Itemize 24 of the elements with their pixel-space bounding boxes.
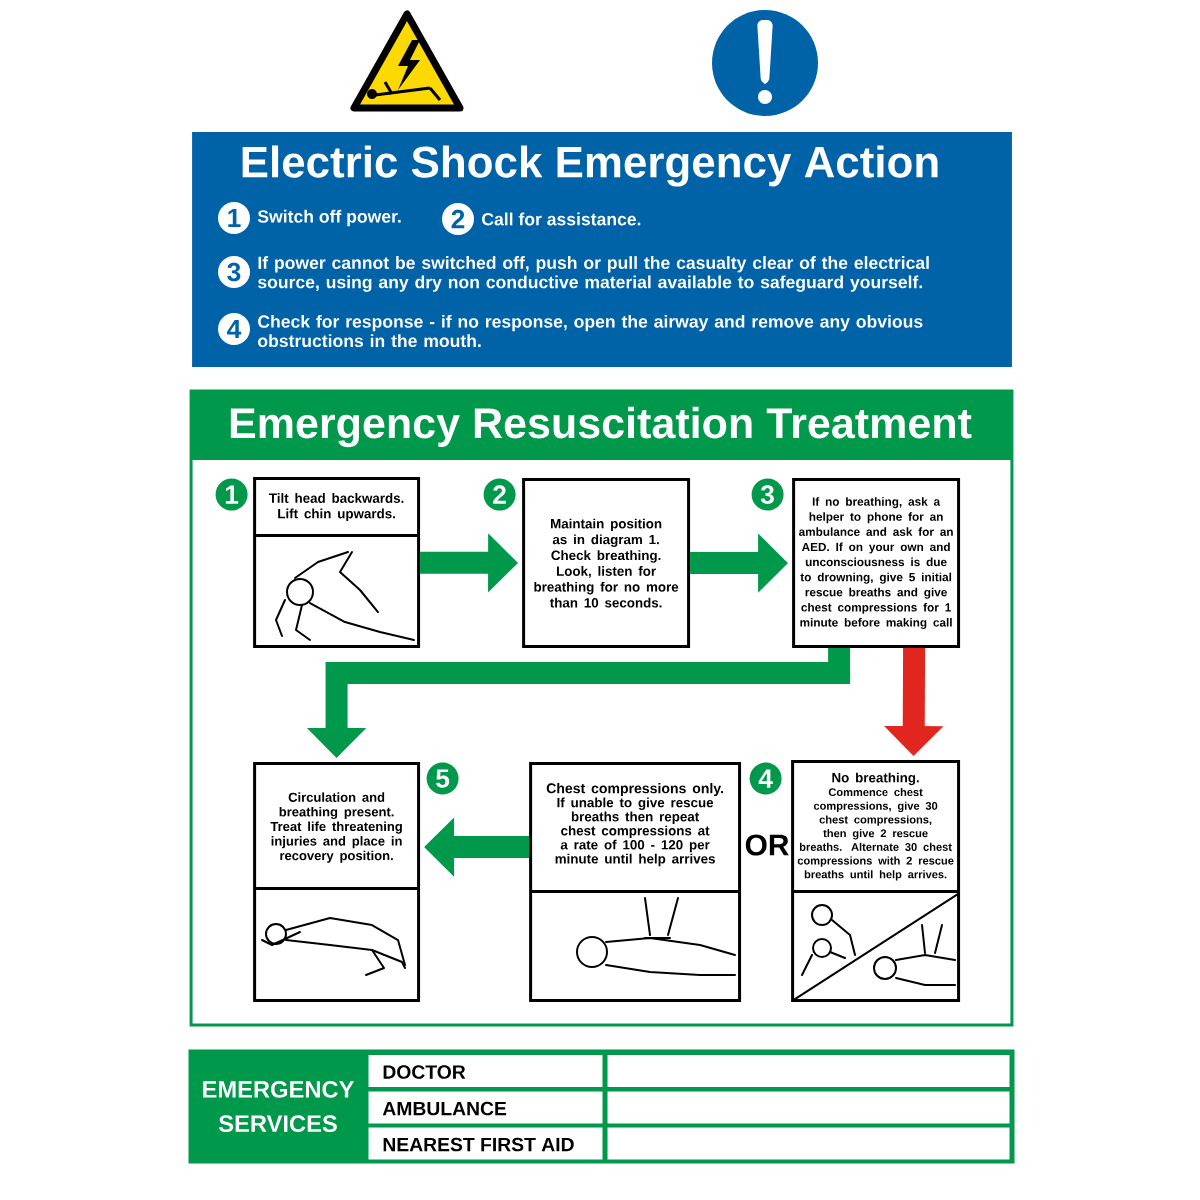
instruction-text: If power cannot be switched off, push or pull the casualty clear of the electrical source, using any dry non conductive material available to safeguard yourself. bbox=[257, 256, 929, 292]
table-cell: NEAREST FIRST AID bbox=[365, 1124, 606, 1163]
step-number: 5 bbox=[426, 762, 459, 795]
or-text: OR bbox=[745, 834, 789, 856]
step-number: 2 bbox=[442, 203, 474, 235]
step-number: 3 bbox=[751, 478, 784, 511]
step-number: 1 bbox=[215, 478, 248, 511]
instruction-text: Check for response - if no response, open the airway and remove any obvious obstructions in the mouth. bbox=[258, 314, 923, 348]
instruction-text: Call for assistance. bbox=[482, 212, 641, 226]
table-cell: DOCTOR bbox=[365, 1052, 606, 1090]
step-box: No breathing. Commence chest compressions, give 30 chest compressions, then give 2 rescue breaths. Alternate 30 chest compressions with 2 rescue breaths until help arrives. bbox=[791, 760, 961, 1003]
table-header-cell: EMERGENCY SERVICES bbox=[190, 1051, 366, 1162]
table-cell: AMBULANCE bbox=[365, 1088, 606, 1127]
step-number: 4 bbox=[218, 313, 250, 345]
step-box: Circulation and breathing present. Treat life threatening injuries and place in recovery position. bbox=[253, 762, 421, 1003]
step-number: 3 bbox=[218, 256, 250, 288]
step-box: Maintain position as in diagram 1. Check breathing. Look, listen for breathing for no more than 10 seconds. bbox=[522, 478, 691, 649]
step-box: Chest compressions only. If unable to give rescue breaths then repeat chest compressions at a rate of 100 - 120 per minute until help arrives bbox=[529, 762, 742, 1003]
step-box: If no breathing, ask a helper to phone for an ambulance and ask for an AED. If on your own and unconsciousness is due to drowning, give 5 initial rescue breaths and give chest compressions for 1 minute before making call bbox=[792, 478, 961, 649]
instruction-text: Switch off power. bbox=[257, 209, 401, 227]
step-number: 2 bbox=[483, 478, 516, 511]
step-box: Tilt head backwards. Lift chin upwards. bbox=[253, 477, 421, 649]
step-number: 1 bbox=[218, 202, 250, 234]
step-number: 4 bbox=[749, 762, 782, 795]
